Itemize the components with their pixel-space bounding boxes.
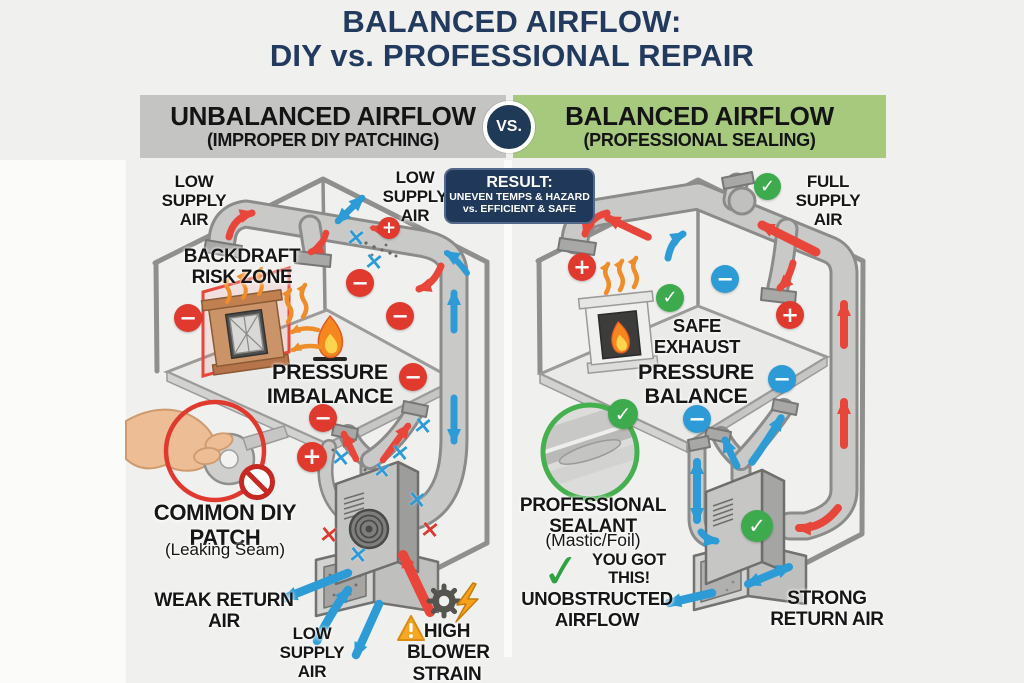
flame-icon	[313, 314, 347, 361]
result-badge-line2: vs. EFFICIENT & SAFE	[462, 203, 577, 215]
minus-icon: −	[174, 304, 202, 332]
minus-icon: −	[386, 302, 414, 330]
panel-divider	[504, 160, 512, 657]
duct-leak-left	[331, 241, 398, 476]
leak-cross-icon: ×	[411, 410, 435, 440]
result-badge: RESULT: UNEVEN TEMPS & HAZARD vs. EFFICI…	[444, 168, 595, 224]
label-pressure-balance: PRESSURE BALANCE	[638, 360, 754, 409]
check-icon: ✓	[608, 399, 638, 429]
label-low-supply-air-bottom: LOW SUPPLY AIR	[279, 624, 345, 682]
title-line-2: DIY vs. PROFESSIONAL REPAIR	[269, 38, 755, 73]
left-margin-strip	[0, 160, 126, 683]
header-balanced: BALANCED AIRFLOW (PROFESSIONAL SEALING)	[513, 95, 886, 158]
plus-icon: +	[378, 217, 400, 239]
gear-icon	[426, 583, 462, 619]
furnace-left	[334, 460, 420, 586]
vs-badge: VS.	[483, 101, 535, 153]
label-you-got-this: YOU GOT THIS!	[592, 551, 666, 588]
check-icon: ✓	[656, 284, 684, 312]
label-strong-return-air: STRONG RETURN AIR	[770, 588, 884, 631]
label-low-supply-air-upper-left: LOW SUPPLY AIR	[161, 172, 227, 230]
leak-cross-icon: ×	[362, 246, 386, 276]
minus-icon: −	[309, 404, 337, 432]
label-common-diy-patch-note: (Leaking Seam)	[164, 540, 285, 559]
minus-icon: −	[346, 269, 374, 297]
title-line-1: BALANCED AIRFLOW:	[342, 4, 682, 39]
leak-cross-icon: ×	[418, 514, 442, 544]
leak-cross-icon: ×	[329, 442, 353, 472]
left-flow-arrows	[220, 194, 470, 660]
minus-icon: −	[683, 405, 711, 433]
minus-icon: −	[399, 363, 427, 391]
header-unbalanced-subtitle: (IMPROPER DIY PATCHING)	[206, 130, 440, 150]
header-unbalanced-title: UNBALANCED AIRFLOW	[170, 101, 476, 131]
plus-icon: +	[776, 301, 804, 329]
label-professional-sealant: PROFESSIONAL SEALANT	[519, 495, 667, 538]
label-full-supply-air: FULL SUPPLY AIR	[795, 172, 861, 230]
label-pressure-imbalance: PRESSURE IMBALANCE	[266, 360, 394, 409]
plus-icon: +	[568, 253, 596, 281]
header-unbalanced: UNBALANCED AIRFLOW (IMPROPER DIY PATCHIN…	[140, 95, 506, 158]
label-safe-exhaust: SAFE EXHAUST	[653, 315, 741, 357]
fireplace-left	[200, 288, 291, 376]
label-common-diy-patch: COMMON DIY PATCH	[153, 500, 297, 550]
diy-circle-highlight	[163, 399, 267, 503]
result-badge-line1: UNEVEN TEMPS & HAZARD	[449, 191, 590, 203]
leak-cross-icon: ×	[371, 457, 393, 484]
leak-cross-icon: ×	[405, 484, 429, 514]
label-low-supply-air-upper-center: LOW SUPPLY AIR	[382, 168, 448, 226]
you-got-this-check-icon: ✓	[539, 542, 584, 600]
leak-cross-icon: ×	[346, 539, 370, 569]
page-title: BALANCED AIRFLOW: DIY vs. PROFESSIONAL R…	[0, 5, 1024, 73]
header-balanced-subtitle: (PROFESSIONAL SEALING)	[583, 130, 816, 150]
leak-cross-icon: ×	[317, 519, 341, 549]
minus-icon: −	[768, 365, 796, 393]
minus-icon: −	[711, 265, 739, 293]
prohibition-icon	[239, 464, 275, 500]
result-badge-title: RESULT:	[486, 174, 553, 191]
leak-cross-icon: ×	[344, 222, 368, 252]
check-icon: ✓	[741, 510, 773, 542]
right-flow-arrows	[581, 209, 851, 608]
fireplace-right	[577, 290, 659, 375]
check-icon: ✓	[754, 173, 781, 200]
label-weak-return-air: WEAK RETURN AIR	[154, 590, 294, 633]
lightning-icon	[455, 582, 479, 623]
plus-icon: +	[297, 442, 327, 472]
label-unobstructed-airflow: UNOBSTRUCTED AIRFLOW	[521, 588, 673, 630]
label-professional-sealant-note: (Mastic/Foil)	[545, 530, 641, 550]
label-high-blower-strain: HIGH BLOWER STRAIN	[407, 621, 490, 683]
warning-icon	[397, 615, 425, 641]
header-balanced-title: BALANCED AIRFLOW	[565, 101, 834, 131]
label-backdraft-risk-zone: BACKDRAFT RISK ZONE	[183, 246, 301, 289]
diy-tape-hand	[125, 399, 289, 503]
